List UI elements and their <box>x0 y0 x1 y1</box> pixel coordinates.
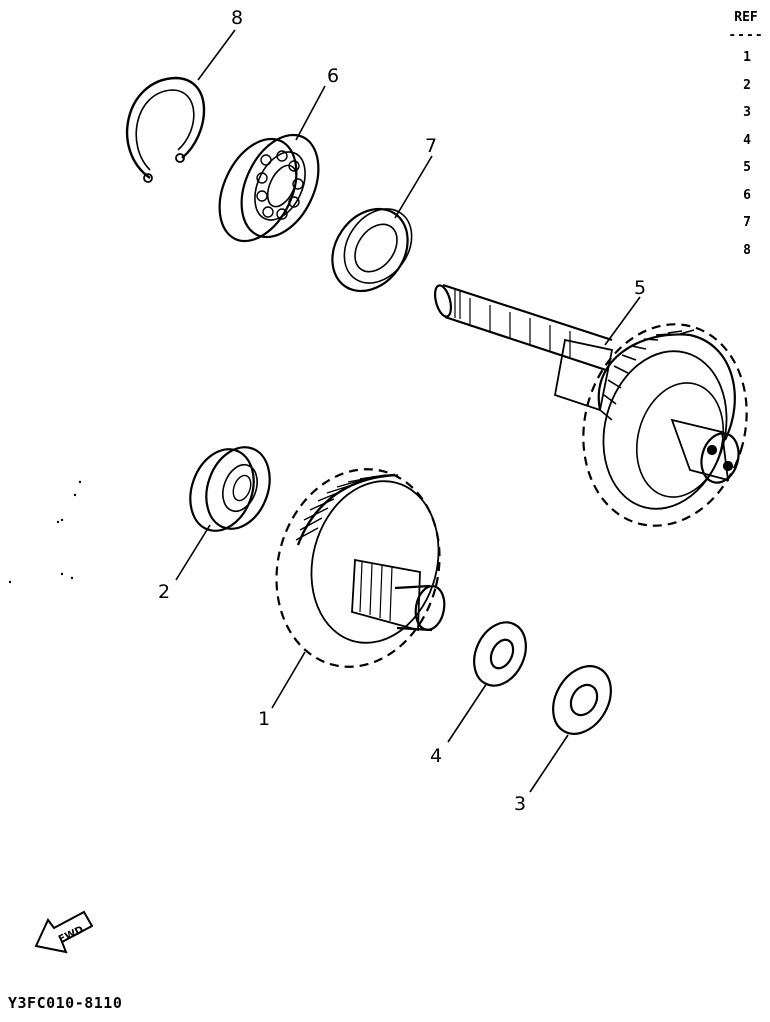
callout-1: 1 <box>258 708 270 730</box>
part-5-main-axle <box>433 283 748 527</box>
ref-column: REF ---- 1 2 3 4 5 6 7 8 <box>724 8 768 264</box>
ref-header: REF <box>734 10 758 25</box>
ref-item: 7 <box>743 215 751 230</box>
part-8-circlip <box>126 76 206 183</box>
part-3-washer <box>552 665 612 735</box>
callout-8: 8 <box>231 7 243 29</box>
ref-item: 6 <box>743 187 751 203</box>
callout-4: 4 <box>430 745 442 767</box>
part-6-bearing <box>218 133 320 243</box>
part-4-washer <box>473 621 527 687</box>
ref-divider: ---- <box>728 28 764 43</box>
ref-item: 3 <box>743 105 751 120</box>
callout-3: 3 <box>514 793 526 815</box>
ref-item: 8 <box>743 242 751 258</box>
part-7-oil-seal <box>331 207 413 293</box>
ref-item: 5 <box>743 160 751 175</box>
svg-text:FWD: FWD <box>57 924 85 945</box>
fwd-arrow-icon: FWD <box>34 910 94 954</box>
part-1-drive-gear <box>275 468 446 668</box>
callout-6: 6 <box>327 65 339 87</box>
ref-item: 2 <box>743 77 751 93</box>
part-2-bearing <box>189 446 271 532</box>
ref-item: 4 <box>743 132 751 148</box>
scan-specks <box>8 480 82 584</box>
ref-item: 1 <box>743 50 751 65</box>
callout-5: 5 <box>634 277 646 299</box>
callout-2: 2 <box>158 581 170 603</box>
callout-7: 7 <box>425 135 437 157</box>
diagram-code: Y3FC010-8110 <box>8 994 123 1012</box>
